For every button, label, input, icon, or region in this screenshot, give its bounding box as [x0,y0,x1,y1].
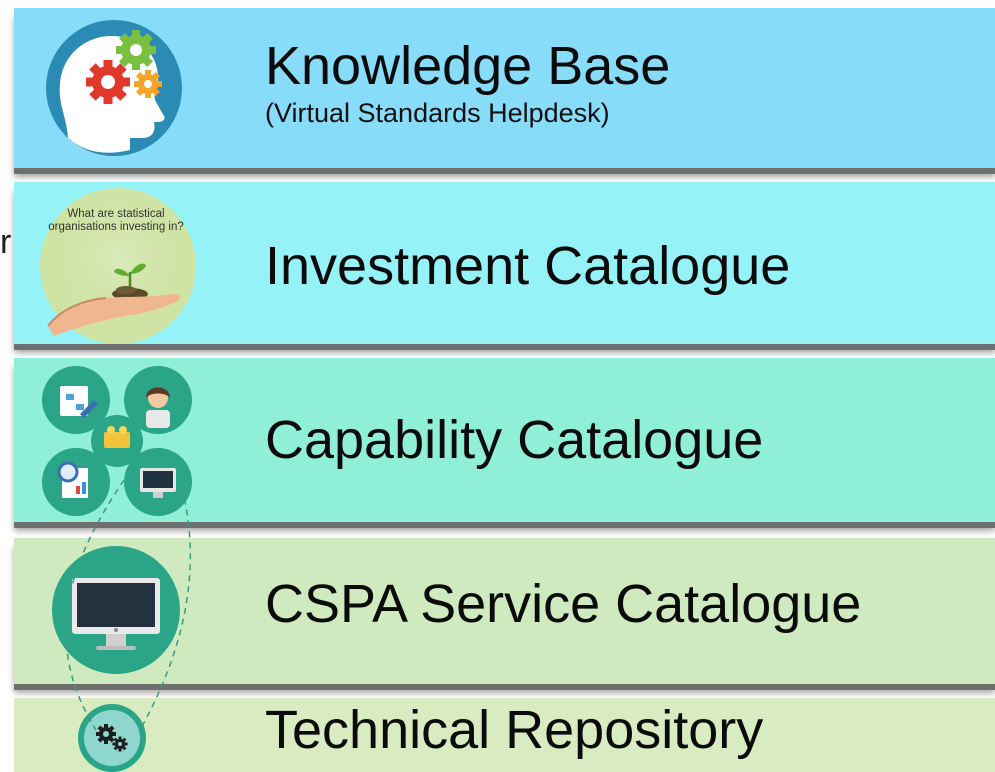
layer-title: Investment Catalogue [265,236,791,296]
layer-title: Capability Catalogue [265,410,764,470]
layer-title: Knowledge Base [265,36,671,96]
layer-knowledge-base: Knowledge Base (Virtual Standards Helpde… [14,8,995,168]
layer-investment-catalogue: Investment Catalogue [14,182,995,344]
layer-cspa-service-catalogue: CSPA Service Catalogue [14,538,995,684]
layer-capability-catalogue: Capability Catalogue [14,358,995,522]
layer-title: CSPA Service Catalogue [265,574,862,634]
capability-cluster-icon [40,364,194,518]
layer-technical-repository: Technical Repository [14,698,995,772]
layer-subtitle: (Virtual Standards Helpdesk) [265,98,610,128]
stray-character: r [0,223,12,261]
investment-caption: What are statistical organisations inves… [48,208,184,233]
head-gears-icon [44,18,184,158]
small-gears-icon [72,698,152,772]
hand-seedling-icon [30,186,204,346]
monitor-icon [50,544,182,676]
layer-title: Technical Repository [265,700,764,760]
